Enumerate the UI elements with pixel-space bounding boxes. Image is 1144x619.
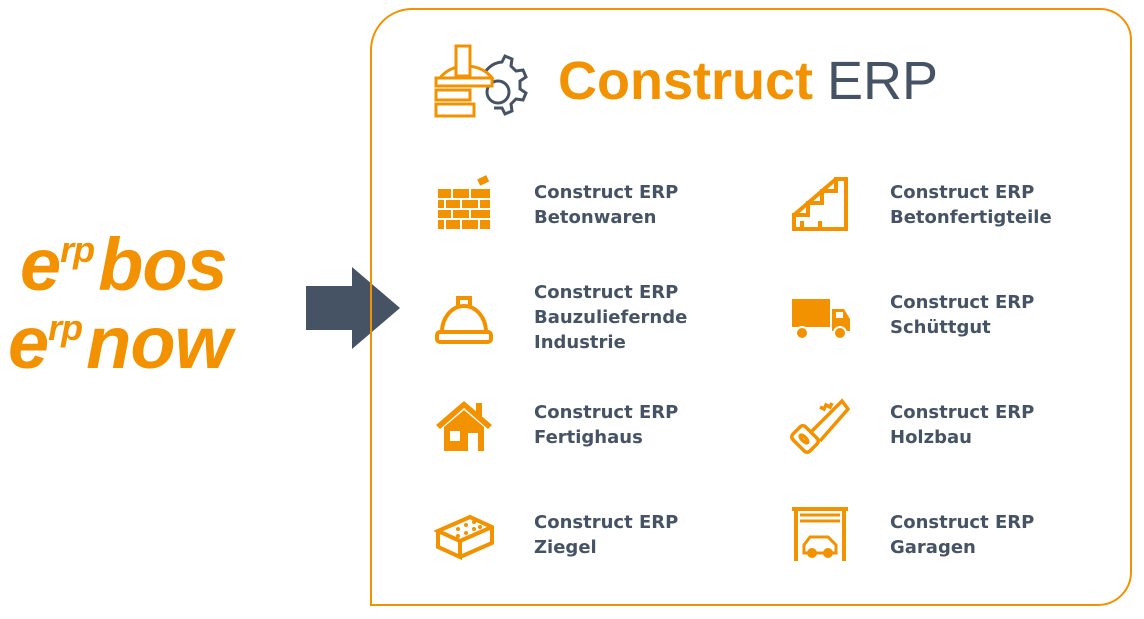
product-line1: Construct ERP bbox=[890, 402, 1035, 423]
dump-truck-icon bbox=[792, 299, 850, 340]
erpbos-logo: erpbos bbox=[20, 223, 228, 306]
product-betonfertigteile[interactable]: Construct ERP Betonfertigteile bbox=[790, 175, 1052, 235]
saw-icon bbox=[790, 398, 850, 454]
product-line2: Betonfertigteile bbox=[890, 207, 1052, 228]
product-line1: Construct ERP bbox=[890, 182, 1035, 203]
product-schuettgut[interactable]: Construct ERP Schüttgut bbox=[790, 285, 1034, 345]
brick-wall-icon bbox=[438, 175, 490, 229]
product-line1: Construct ERP bbox=[534, 282, 679, 303]
product-line2: Fertighaus bbox=[534, 427, 643, 448]
product-line2: Schüttgut bbox=[890, 317, 991, 338]
arrow-right-icon bbox=[306, 267, 400, 349]
product-line1: Construct ERP bbox=[534, 512, 679, 533]
brick-icon bbox=[434, 514, 494, 561]
product-line2: Garagen bbox=[890, 537, 976, 558]
product-line3: Industrie bbox=[534, 332, 626, 353]
product-garagen[interactable]: Construct ERP Garagen bbox=[790, 505, 1034, 565]
product-fertighaus[interactable]: Construct ERP Fertighaus bbox=[434, 395, 678, 455]
product-line1: Construct ERP bbox=[890, 512, 1035, 533]
product-line1: Construct ERP bbox=[890, 292, 1035, 313]
erpnow-logo: erpnow bbox=[8, 301, 232, 384]
product-ziegel[interactable]: Construct ERP Ziegel bbox=[434, 505, 678, 565]
product-line2: Holzbau bbox=[890, 427, 972, 448]
product-line2: Ziegel bbox=[534, 537, 597, 558]
stairs-icon bbox=[792, 177, 848, 231]
product-line2: Bauzuliefernde bbox=[534, 307, 688, 328]
construct-erp-panel bbox=[370, 8, 1132, 606]
product-betonwaren[interactable]: Construct ERP Betonwaren bbox=[434, 175, 678, 235]
house-icon bbox=[436, 401, 492, 451]
product-line1: Construct ERP bbox=[534, 182, 679, 203]
garage-icon bbox=[792, 507, 848, 561]
hard-hat-gear-icon bbox=[434, 44, 528, 118]
product-holzbau[interactable]: Construct ERP Holzbau bbox=[790, 395, 1034, 455]
hard-hat-icon bbox=[435, 295, 493, 344]
product-line2: Betonwaren bbox=[534, 207, 657, 228]
product-line1: Construct ERP bbox=[534, 402, 679, 423]
